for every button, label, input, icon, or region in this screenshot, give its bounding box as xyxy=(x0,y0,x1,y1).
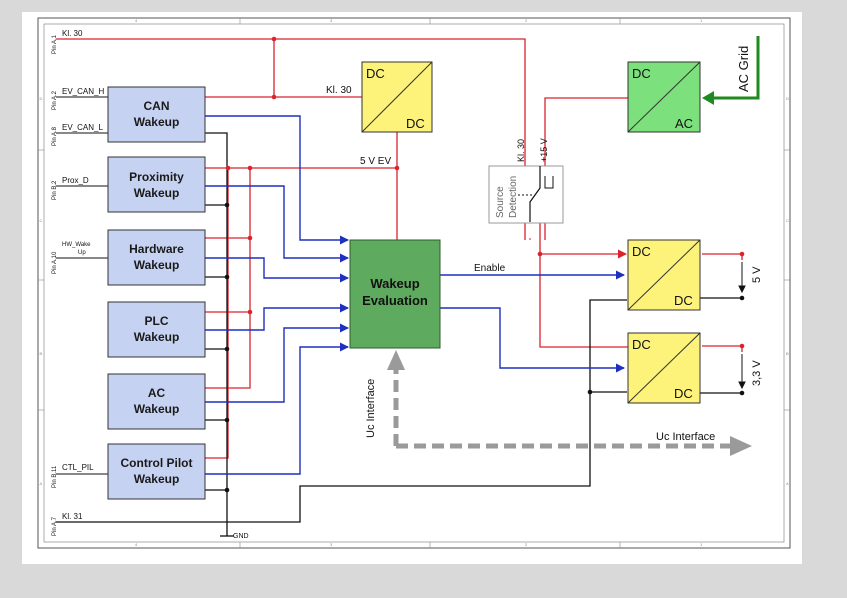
drawing-frame-outer xyxy=(37,17,791,549)
frame-col-4-bottom: 1 xyxy=(700,542,703,547)
frame-cutout xyxy=(600,496,780,540)
wakeup-proximity-line1: Proximity xyxy=(129,170,184,184)
uc-interface-vertical-label: Uc Interface xyxy=(365,379,377,438)
frame-col-3: 2 xyxy=(525,18,528,23)
frame-col-1-bottom: 4 xyxy=(135,542,138,547)
junction-dots xyxy=(224,202,745,493)
frame-row-a: A xyxy=(40,481,43,486)
frame-col-2: 3 xyxy=(330,18,333,23)
pin-can-l-label: EV_CAN_L xyxy=(62,123,103,132)
dcdc-33v-converter: DC DC xyxy=(627,332,701,404)
wakeup-block-proximity: Proximity Wakeup xyxy=(107,156,206,213)
wakeup-cp-line2: Wakeup xyxy=(134,472,180,486)
source-detection-block: Source Detection xyxy=(488,165,564,224)
wakeup-block-control-pilot: Control Pilot Wakeup xyxy=(107,443,206,500)
pin-prox-id: Pin B.2 xyxy=(52,180,58,200)
pin-can-h-label: EV_CAN_H xyxy=(62,87,104,96)
pin-prox-label: Prox_D xyxy=(62,176,89,185)
pin-kl30-label: Kl. 30 xyxy=(62,29,83,38)
frame-col-2-bottom: 3 xyxy=(330,542,333,547)
dcdc-top-out: DC xyxy=(406,116,425,131)
wakeup-ac-line1: AC xyxy=(148,386,166,400)
pin-hw-id: Pin A.10 xyxy=(52,251,58,274)
pin-hw-label-1: HW_Wake xyxy=(62,242,91,248)
drawing-frame-inner xyxy=(43,23,785,543)
frame-row-c: C xyxy=(40,218,43,223)
frame-col-1: 4 xyxy=(135,18,138,23)
wakeup-hardware-line2: Wakeup xyxy=(134,258,180,272)
wakeup-block-hardware: Hardware Wakeup xyxy=(107,229,206,286)
frame-row-c-right: C xyxy=(786,218,789,223)
dcdc-top-output-label: 5 V EV xyxy=(360,156,391,167)
source-plus15-label: +15 V xyxy=(539,138,549,162)
frame-row-d-right: D xyxy=(786,96,789,101)
wakeup-block-ac: AC Wakeup xyxy=(107,373,206,430)
dcdc-top-converter: DC DC xyxy=(361,61,433,133)
wakeup-block-plc: PLC Wakeup xyxy=(107,301,206,358)
wakeup-cp-line1: Control Pilot xyxy=(121,456,193,470)
ac-grid-arrow xyxy=(702,36,760,105)
pin-wires xyxy=(56,96,108,475)
junction-dots-red xyxy=(225,36,745,349)
evaluation-line2: Evaluation xyxy=(362,293,428,308)
pin-can-l-id: Pin A.8 xyxy=(52,126,58,146)
uc-interface-arrows xyxy=(387,350,752,456)
uc-interface-horizontal-label: Uc Interface xyxy=(656,431,715,443)
wakeup-can-line2: Wakeup xyxy=(134,115,180,129)
dcdc-5v-converter: DC DC xyxy=(627,239,701,311)
ac-grid-label: AC Grid xyxy=(736,46,751,92)
dcdc-33v-in: DC xyxy=(632,337,651,352)
frame-col-4: 1 xyxy=(700,18,703,23)
source-detection-line1: Source xyxy=(495,186,506,218)
output-arrows xyxy=(738,262,746,390)
wakeup-hardware-line1: Hardware xyxy=(129,242,184,256)
dcdc-top-in: DC xyxy=(366,66,385,81)
dcdc-top-input-label: Kl. 30 xyxy=(326,85,352,96)
acdc-in: DC xyxy=(632,66,651,81)
acdc-converter: DC AC xyxy=(627,61,701,133)
pin-ctl-label: CTL_PIL xyxy=(62,463,94,472)
gnd-label: GND xyxy=(233,533,249,540)
pin-kl30-id: Pin A.1 xyxy=(52,34,58,54)
source-detection-line2: Detection xyxy=(508,176,519,218)
dcdc-5v-out: DC xyxy=(674,293,693,308)
wakeup-plc-line2: Wakeup xyxy=(134,330,180,344)
output-33v-label: 3,3 V xyxy=(751,360,763,386)
pin-kl31-label: Kl. 31 xyxy=(62,512,83,521)
wakeup-evaluation-block: Wakeup Evaluation xyxy=(349,239,441,349)
pin-hw-label-2: Up xyxy=(78,250,86,256)
enable-label: Enable xyxy=(474,263,506,274)
wakeup-plc-line1: PLC xyxy=(145,314,169,328)
dcdc-33v-out: DC xyxy=(674,386,693,401)
pin-can-h-id: Pin A.2 xyxy=(52,90,58,110)
evaluation-line1: Wakeup xyxy=(370,276,419,291)
frame-row-b: B xyxy=(40,351,43,356)
frame-row-b-right: B xyxy=(786,351,789,356)
frame-grid-marks xyxy=(38,18,790,548)
frame-row-a-right: A xyxy=(786,481,789,486)
dcdc-5v-in: DC xyxy=(632,244,651,259)
output-5v-label: 5 V xyxy=(751,266,763,283)
frame-col-3-bottom: 2 xyxy=(525,542,528,547)
wakeup-block-can: CAN Wakeup xyxy=(107,86,206,143)
wakeup-proximity-line2: Wakeup xyxy=(134,186,180,200)
source-kl30-label: Kl. 30 xyxy=(516,139,526,162)
pin-kl31-id: Pin A.7 xyxy=(52,516,58,536)
wakeup-ac-line2: Wakeup xyxy=(134,402,180,416)
frame-row-d: D xyxy=(40,96,43,101)
wakeup-can-line1: CAN xyxy=(144,99,170,113)
pin-ctl-id: Pin B.11 xyxy=(52,465,58,488)
acdc-out: AC xyxy=(675,116,693,131)
signal-lines xyxy=(205,115,625,475)
